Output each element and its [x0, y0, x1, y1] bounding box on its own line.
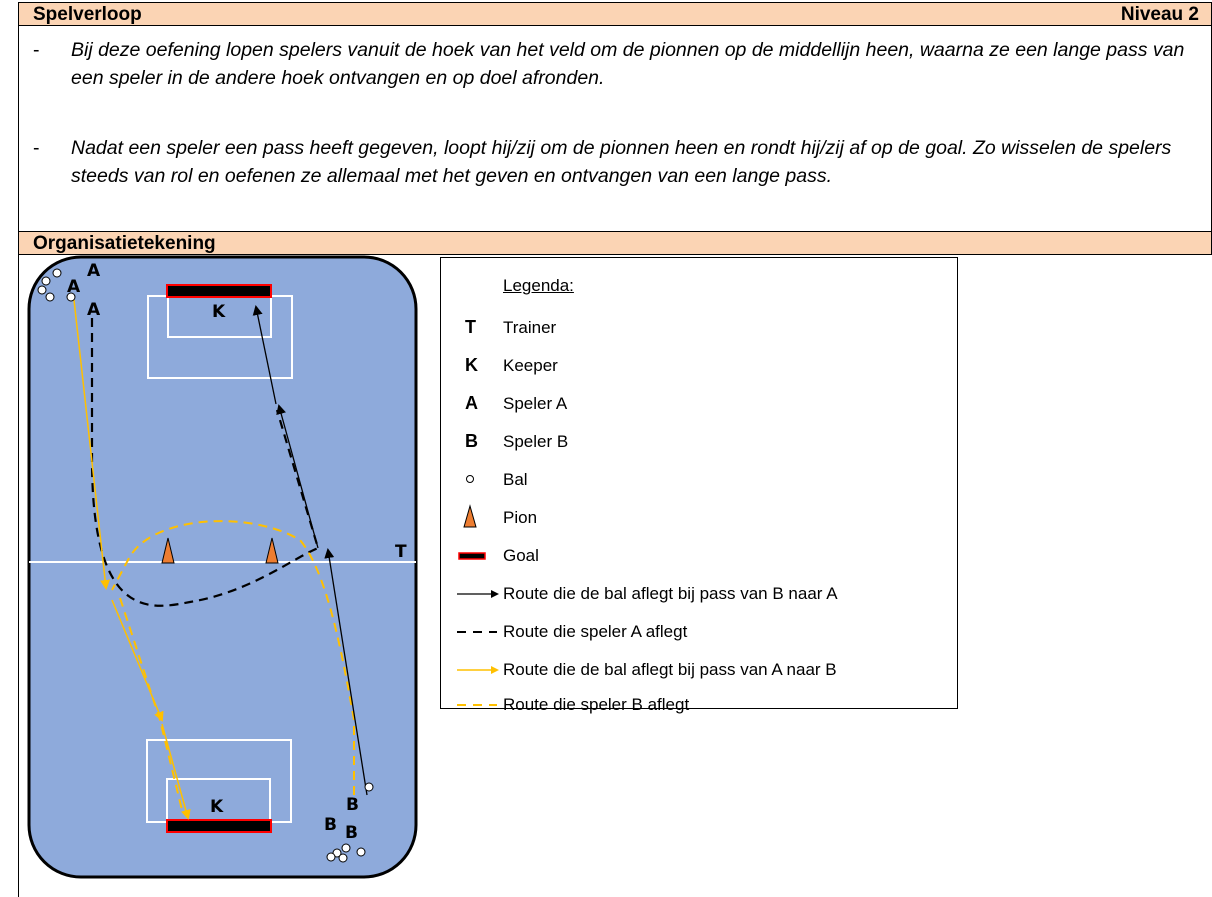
legend-label: Bal	[503, 470, 528, 489]
legend-item-trainer: T Trainer	[441, 313, 957, 343]
legend-label: Route die speler A aflegt	[503, 622, 688, 641]
ball-route-b-to-a-shot	[252, 305, 277, 405]
player-a-label: A	[87, 300, 101, 320]
balls-bottom-right	[326, 782, 374, 863]
player-b-symbol: B	[465, 431, 478, 451]
black-arrow-icon	[457, 590, 499, 598]
legend-item-player-a: A Speler A	[441, 389, 957, 419]
description-item: - Bij deze oefening lopen spelers vanuit…	[33, 36, 1203, 92]
drawing-title: Organisatietekening	[33, 233, 216, 254]
yellow-arrow-icon	[457, 666, 499, 674]
keeper-symbol: K	[465, 355, 478, 375]
bullet-dash: -	[33, 39, 40, 61]
legend-title: Legenda:	[503, 276, 574, 295]
legend-label: Trainer	[503, 318, 557, 337]
section-header: Spelverloop Niveau 2	[18, 2, 1212, 26]
black-dash-icon	[457, 631, 497, 633]
cone-icon	[463, 504, 477, 528]
legend-item-route-b: Route die speler B aflegt	[441, 690, 957, 720]
ball-route-b-to-a-mid	[276, 404, 319, 549]
ball-icon	[466, 475, 474, 483]
drawing-header: Organisatietekening	[18, 231, 1212, 255]
legend-label: Route die speler B aflegt	[503, 695, 690, 714]
field-diagram: A A A K K T B B B	[27, 255, 418, 879]
goal-icon	[458, 552, 486, 560]
description-item: - Nadat een speler een pass heeft gegeve…	[33, 134, 1203, 190]
legend-item-route-a: Route die speler A aflegt	[441, 617, 957, 647]
player-a-symbol: A	[465, 393, 478, 413]
description-text: Nadat een speler een pass heeft gegeven,…	[71, 137, 1172, 187]
legend-label: Speler A	[503, 394, 568, 413]
yellow-dash-icon	[457, 704, 497, 706]
balls-top-left	[37, 268, 76, 302]
route-player-b	[111, 520, 355, 795]
player-b-label: B	[345, 823, 358, 843]
bullet-dash: -	[33, 137, 40, 159]
cone-right	[265, 537, 279, 564]
ball-route-a-to-b-middle	[111, 599, 164, 722]
legend-label: Pion	[503, 508, 538, 527]
pitch	[27, 255, 418, 879]
description-text: Bij deze oefening lopen spelers vanuit d…	[71, 39, 1185, 89]
legend-item-goal: Goal	[441, 541, 957, 571]
keeper-label-top: K	[212, 302, 226, 322]
legend-item-ball: Bal	[441, 465, 957, 495]
player-b-label: B	[324, 815, 337, 835]
keeper-label-bottom: K	[210, 797, 224, 817]
goal-bottom	[166, 819, 272, 833]
ball-route-b-to-a-long	[324, 548, 368, 796]
goal-top	[166, 284, 272, 298]
player-a-label: A	[67, 277, 81, 297]
trainer-label: T	[395, 542, 407, 562]
legend-item-ball-route-b-a: Route die de bal aflegt bij pass van B n…	[441, 579, 957, 609]
section-title: Spelverloop	[33, 4, 142, 25]
legend-label: Goal	[503, 546, 539, 565]
legend-label: Keeper	[503, 356, 558, 375]
table-border	[18, 255, 19, 897]
player-a-label: A	[87, 261, 101, 281]
description-block: - Bij deze oefening lopen spelers vanuit…	[18, 26, 1212, 231]
trainer-symbol: T	[465, 317, 476, 337]
legend-label: Speler B	[503, 432, 569, 451]
legend-item-keeper: K Keeper	[441, 351, 957, 381]
legend-item-ball-route-a-b: Route die de bal aflegt bij pass van A n…	[441, 655, 957, 685]
legend-item-player-b: B Speler B	[441, 427, 957, 457]
cone-left	[161, 537, 175, 564]
legend-label: Route die de bal aflegt bij pass van A n…	[503, 660, 837, 679]
ball-route-a-to-b-lower	[161, 723, 191, 820]
ball-route-a-to-b-upper	[73, 299, 111, 590]
route-player-a	[90, 318, 320, 607]
player-b-label: B	[346, 795, 359, 815]
legend-item-cone: Pion	[441, 503, 957, 533]
legend: Legenda: T Trainer K Keeper A Speler A B…	[440, 257, 958, 714]
level-label: Niveau 2	[1120, 4, 1199, 25]
legend-label: Route die de bal aflegt bij pass van B n…	[503, 584, 838, 603]
